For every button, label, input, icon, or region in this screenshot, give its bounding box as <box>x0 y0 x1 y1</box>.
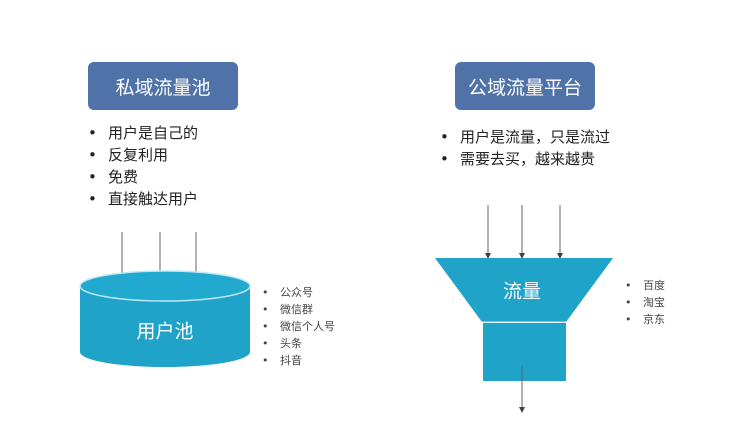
traffic-label: 流量 <box>502 280 542 303</box>
list-item: 头条 <box>262 335 335 352</box>
list-item: 需要去买，越来越贵 <box>440 148 610 170</box>
private-pool-bullets: 用户是自己的 反复利用 免费 直接触达用户 <box>88 122 198 210</box>
private-channels: 公众号 微信群 微信个人号 头条 抖音 <box>262 284 335 369</box>
list-item: 微信个人号 <box>262 318 335 335</box>
list-item: 淘宝 <box>625 294 665 311</box>
list-item: 微信群 <box>262 301 335 318</box>
traffic-funnel <box>435 258 613 381</box>
user-pool-cylinder <box>79 270 251 367</box>
user-pool-label: 用户池 <box>136 320 194 343</box>
private-pool-title: 私域流量池 <box>88 62 238 110</box>
list-item: 直接触达用户 <box>88 188 198 210</box>
public-channels: 百度 淘宝 京东 <box>625 277 665 328</box>
list-item: 公众号 <box>262 284 335 301</box>
list-item: 反复利用 <box>88 144 198 166</box>
list-item: 百度 <box>625 277 665 294</box>
list-item: 用户是流量，只是流过 <box>440 126 610 148</box>
public-platform-bullets: 用户是流量，只是流过 需要去买，越来越贵 <box>440 126 610 170</box>
public-platform-title: 公域流量平台 <box>455 62 595 110</box>
list-item: 京东 <box>625 311 665 328</box>
list-item: 用户是自己的 <box>88 122 198 144</box>
left-arrows <box>119 232 199 279</box>
list-item: 抖音 <box>262 352 335 369</box>
right-arrows <box>485 205 563 259</box>
list-item: 免费 <box>88 166 198 188</box>
